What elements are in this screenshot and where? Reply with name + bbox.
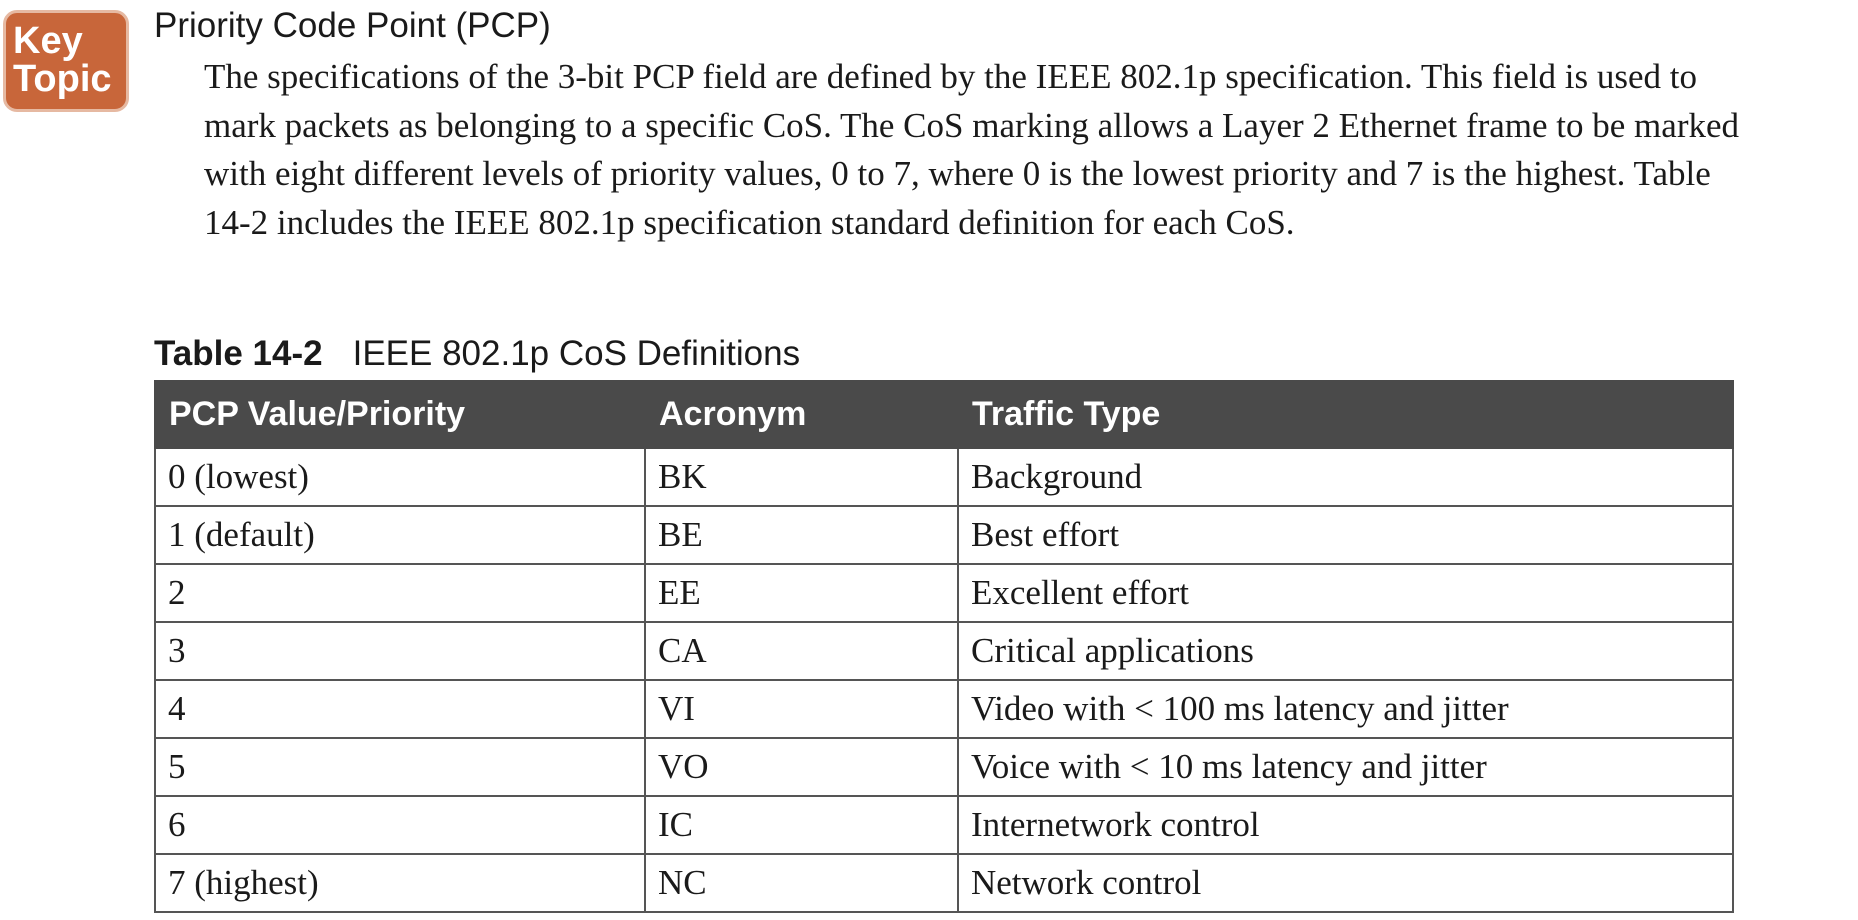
table-title: IEEE 802.1p CoS Definitions bbox=[352, 334, 801, 373]
cell-acronym: NC bbox=[644, 853, 959, 913]
header-traffic-type: Traffic Type bbox=[957, 380, 1734, 449]
cell-traffic-type: Best effort bbox=[957, 505, 1734, 565]
header-acronym: Acronym bbox=[644, 380, 959, 449]
cell-pcp-value: 0 (lowest) bbox=[154, 447, 646, 507]
table-row: 5 VO Voice with < 10 ms latency and jitt… bbox=[154, 737, 1734, 797]
cell-acronym: VO bbox=[644, 737, 959, 797]
table-row: 0 (lowest) BK Background bbox=[154, 447, 1734, 507]
cell-traffic-type: Excellent effort bbox=[957, 563, 1734, 623]
cell-acronym: BE bbox=[644, 505, 959, 565]
table-row: 2 EE Excellent effort bbox=[154, 563, 1734, 623]
table-number: Table 14-2 bbox=[154, 334, 323, 373]
table-row: 1 (default) BE Best effort bbox=[154, 505, 1734, 565]
cell-traffic-type: Voice with < 10 ms latency and jitter bbox=[957, 737, 1734, 797]
header-pcp-value: PCP Value/Priority bbox=[154, 380, 646, 449]
table-row: 6 IC Internetwork control bbox=[154, 795, 1734, 855]
cell-pcp-value: 4 bbox=[154, 679, 646, 739]
cell-pcp-value: 6 bbox=[154, 795, 646, 855]
cell-pcp-value: 3 bbox=[154, 621, 646, 681]
cell-acronym: EE bbox=[644, 563, 959, 623]
cell-traffic-type: Network control bbox=[957, 853, 1734, 913]
cell-pcp-value: 2 bbox=[154, 563, 646, 623]
cell-acronym: BK bbox=[644, 447, 959, 507]
cell-acronym: CA bbox=[644, 621, 959, 681]
cell-pcp-value: 1 (default) bbox=[154, 505, 646, 565]
cell-traffic-type: Critical applications bbox=[957, 621, 1734, 681]
table-row: 3 CA Critical applications bbox=[154, 621, 1734, 681]
cell-traffic-type: Video with < 100 ms latency and jitter bbox=[957, 679, 1734, 739]
cell-traffic-type: Internetwork control bbox=[957, 795, 1734, 855]
key-topic-badge: Key Topic bbox=[3, 10, 129, 112]
table-row: 4 VI Video with < 100 ms latency and jit… bbox=[154, 679, 1734, 739]
table-header-row: PCP Value/Priority Acronym Traffic Type bbox=[154, 380, 1734, 449]
key-topic-line1: Key bbox=[13, 20, 83, 62]
table-row: 7 (highest) NC Network control bbox=[154, 853, 1734, 913]
section-paragraph: The specifications of the 3-bit PCP fiel… bbox=[204, 57, 1740, 242]
cell-pcp-value: 7 (highest) bbox=[154, 853, 646, 913]
cell-pcp-value: 5 bbox=[154, 737, 646, 797]
cell-acronym: VI bbox=[644, 679, 959, 739]
cell-traffic-type: Background bbox=[957, 447, 1734, 507]
cell-acronym: IC bbox=[644, 795, 959, 855]
key-topic-line2: Topic bbox=[13, 58, 112, 100]
section-title: Priority Code Point (PCP) bbox=[154, 6, 551, 45]
table-caption: Table 14-2 IEEE 802.1p CoS Definitions bbox=[154, 332, 800, 376]
cos-definitions-table: PCP Value/Priority Acronym Traffic Type … bbox=[154, 380, 1734, 913]
